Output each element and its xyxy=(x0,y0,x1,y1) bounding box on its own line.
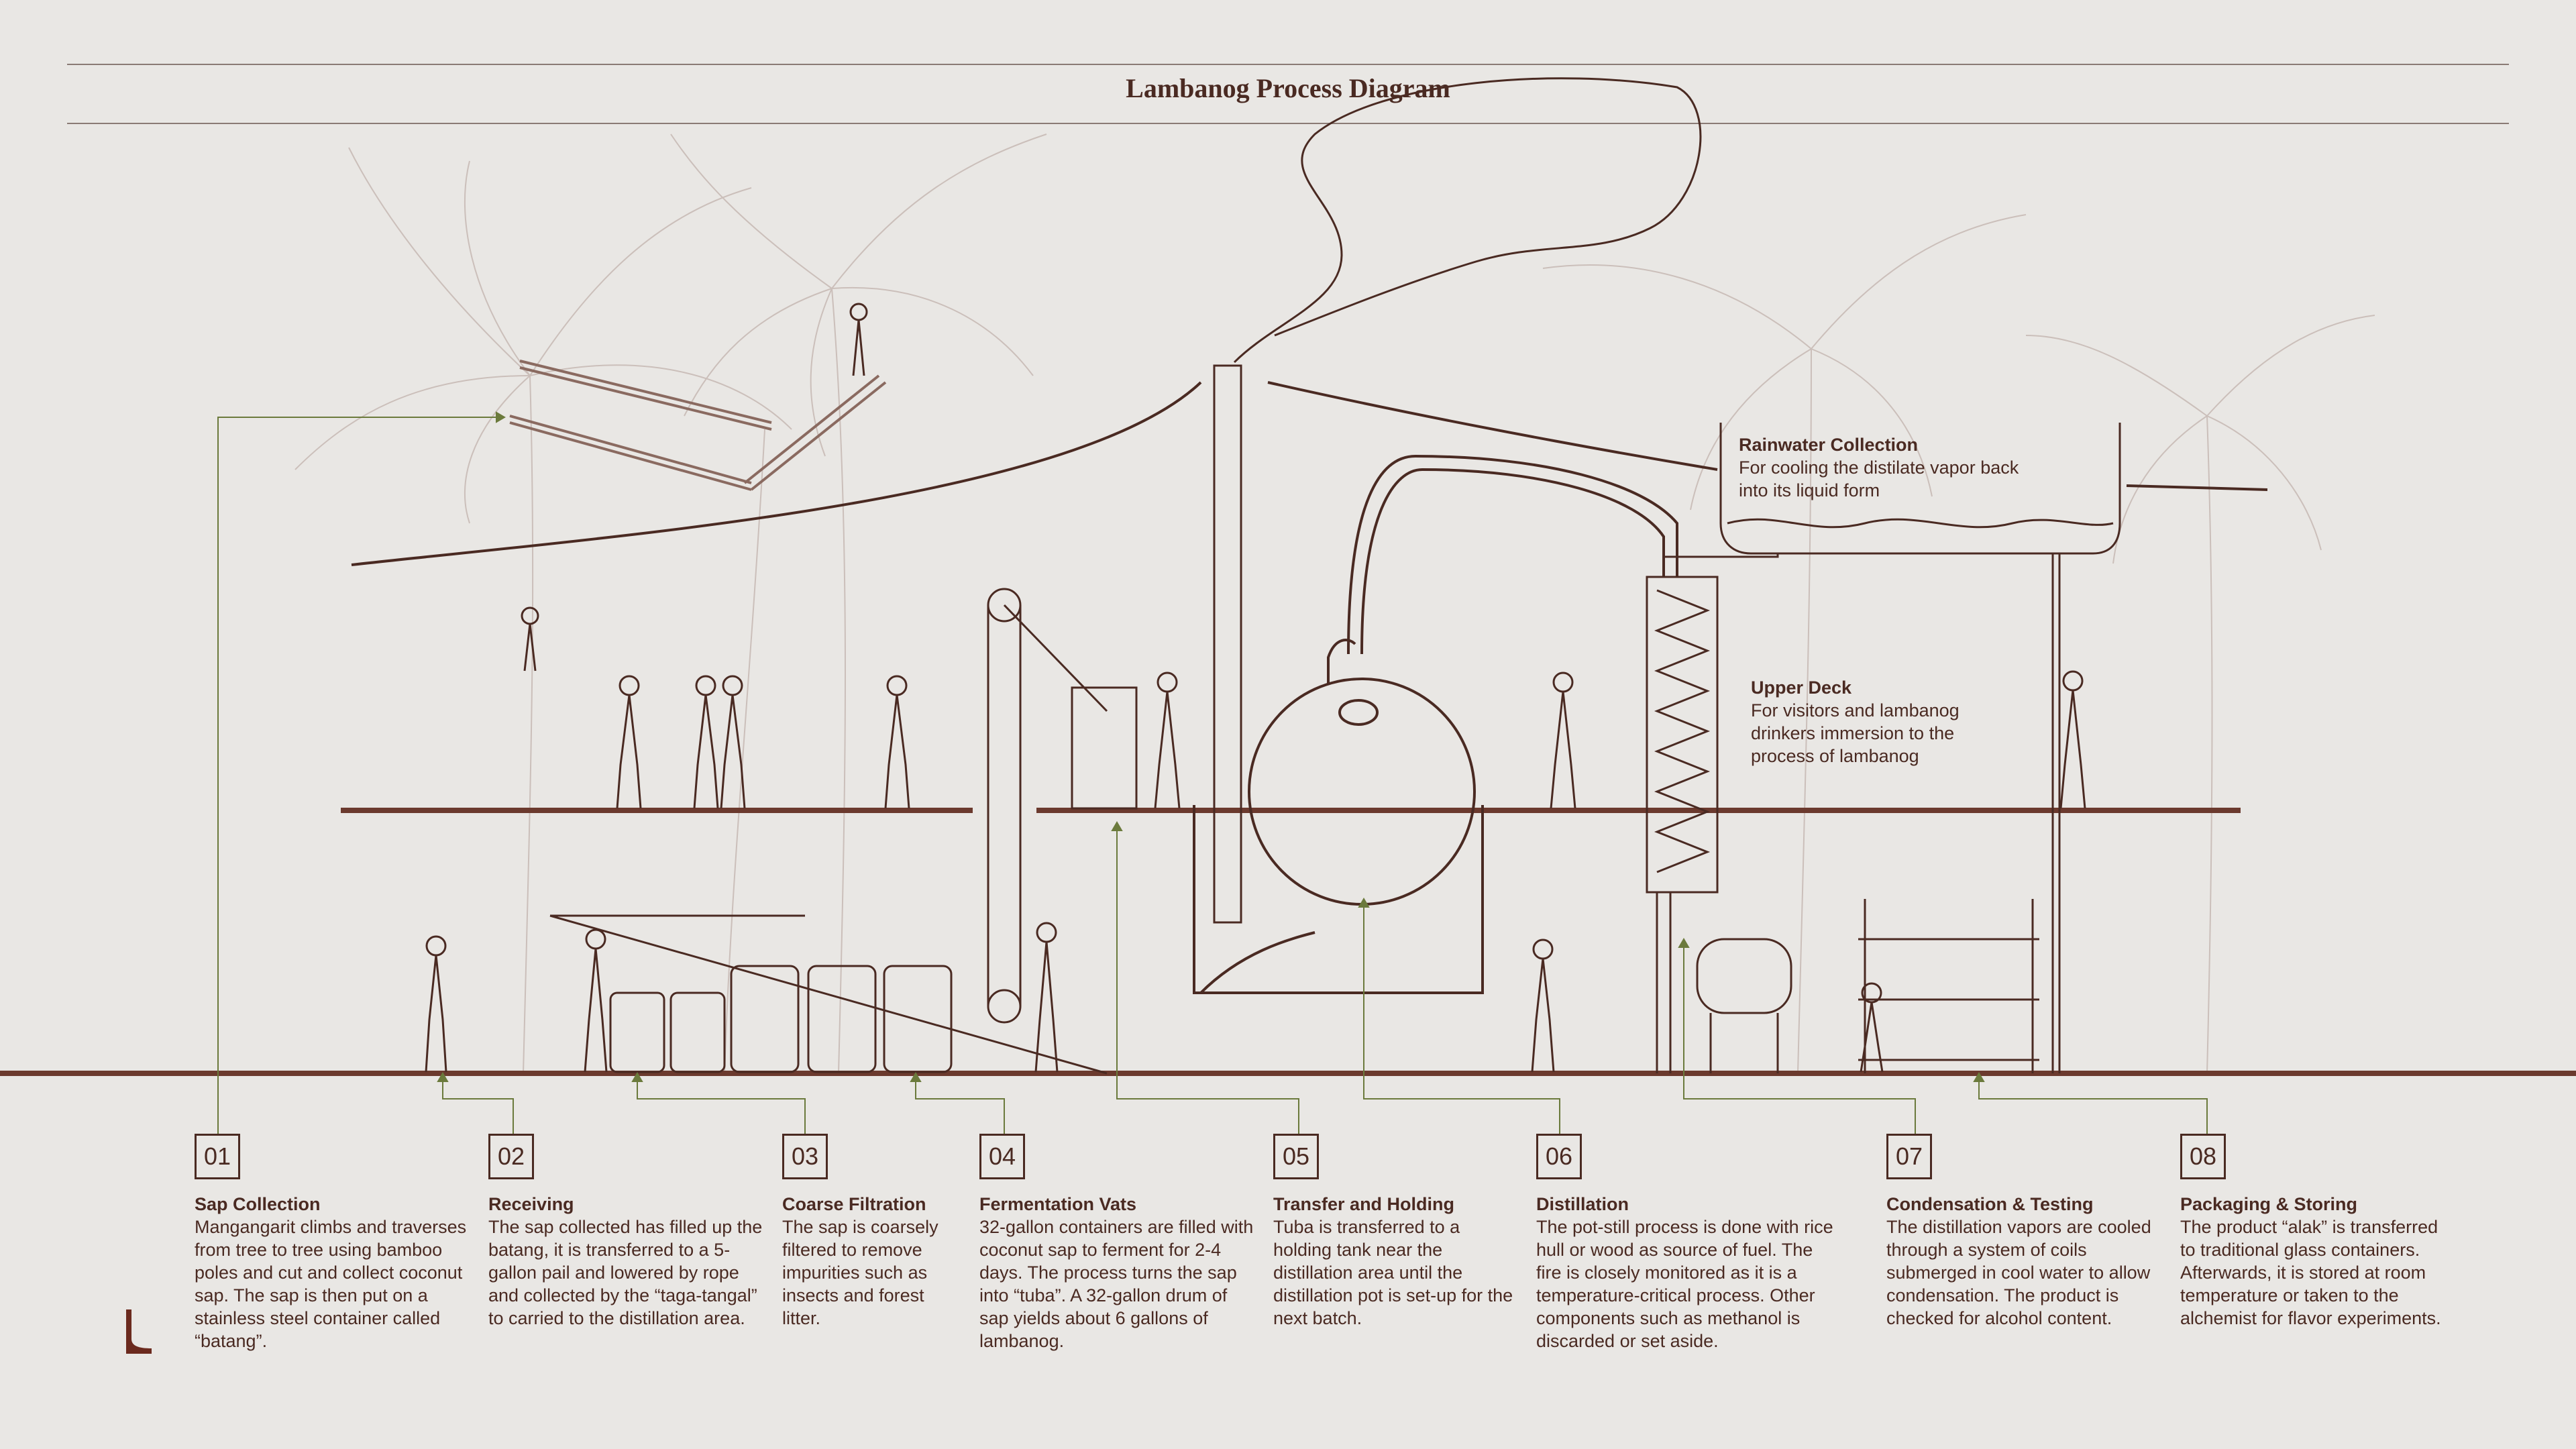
step-number: 02 xyxy=(488,1134,534,1179)
rainwater-tank xyxy=(1662,423,2121,1073)
step-distillation: 06 Distillation The pot-still process is… xyxy=(1536,1134,1838,1352)
step-title: Coarse Filtration xyxy=(782,1194,926,1214)
step-description: The sap collected has filled up the bata… xyxy=(488,1217,763,1328)
step-sap-collection: 01 Sap Collection Mangangarit climbs and… xyxy=(195,1134,470,1352)
step-title: Transfer and Holding xyxy=(1273,1194,1455,1214)
step-condensation-testing: 07 Condensation & Testing The distillati… xyxy=(1886,1134,2155,1330)
callout-upper-deck-title: Upper Deck xyxy=(1751,678,1852,698)
step-description: Tuba is transferred to a holding tank ne… xyxy=(1273,1217,1513,1328)
step-fermentation-vats: 04 Fermentation Vats 32-gallon container… xyxy=(979,1134,1254,1352)
step-title: Packaging & Storing xyxy=(2180,1194,2358,1214)
callout-upper-deck: Upper Deck For visitors and lambanog dri… xyxy=(1751,676,1999,767)
palm-trees xyxy=(294,133,2375,1074)
step-packaging-storing: 08 Packaging & Storing The product “alak… xyxy=(2180,1134,2449,1330)
step-number: 01 xyxy=(195,1134,240,1179)
leader-lines xyxy=(217,411,2208,1134)
rope-lines xyxy=(351,381,2268,566)
step-receiving: 02 Receiving The sap collected has fille… xyxy=(488,1134,763,1330)
condenser xyxy=(1646,576,1719,1073)
chimney xyxy=(1213,77,1702,924)
brand-logo-icon xyxy=(126,1309,152,1354)
step-coarse-filtration: 03 Coarse Filtration The sap is coarsely… xyxy=(782,1134,957,1330)
step-description: The product “alak” is transferred to tra… xyxy=(2180,1217,2441,1328)
step-description: The distillation vapors are cooled throu… xyxy=(1886,1217,2151,1328)
callout-rainwater-title: Rainwater Collection xyxy=(1739,435,1919,455)
step-description: 32-gallon containers are filled with coc… xyxy=(979,1217,1254,1351)
bamboo-poles xyxy=(509,360,887,491)
step-description: Mangangarit climbs and traverses from tr… xyxy=(195,1217,467,1351)
step-title: Sap Collection xyxy=(195,1194,321,1214)
step-title: Distillation xyxy=(1536,1194,1629,1214)
step-number: 04 xyxy=(979,1134,1025,1179)
callout-upper-deck-text: For visitors and lambanog drinkers immer… xyxy=(1751,700,1960,766)
barrels xyxy=(549,914,1108,1075)
step-number: 08 xyxy=(2180,1134,2226,1179)
step-number: 03 xyxy=(782,1134,828,1179)
elevator xyxy=(987,588,1138,1024)
decks xyxy=(0,808,2576,1076)
step-title: Fermentation Vats xyxy=(979,1194,1137,1214)
callout-rainwater-text: For cooling the distilate vapor back int… xyxy=(1739,458,2019,500)
step-title: Receiving xyxy=(488,1194,574,1214)
step-number: 06 xyxy=(1536,1134,1582,1179)
people xyxy=(425,303,2086,1073)
step-number: 05 xyxy=(1273,1134,1319,1179)
step-number: 07 xyxy=(1886,1134,1932,1179)
step-description: The sap is coarsely filtered to remove i… xyxy=(782,1217,938,1328)
page-title: Lambanog Process Diagram xyxy=(1126,73,1450,103)
callout-rainwater: Rainwater Collection For cooling the dis… xyxy=(1739,433,2047,502)
step-description: The pot-still process is done with rice … xyxy=(1536,1217,1833,1351)
pot-still xyxy=(1193,454,1678,994)
step-transfer-holding: 05 Transfer and Holding Tuba is transfer… xyxy=(1273,1134,1521,1330)
holding-tank-shelves xyxy=(1696,899,2039,1073)
step-title: Condensation & Testing xyxy=(1886,1194,2094,1214)
